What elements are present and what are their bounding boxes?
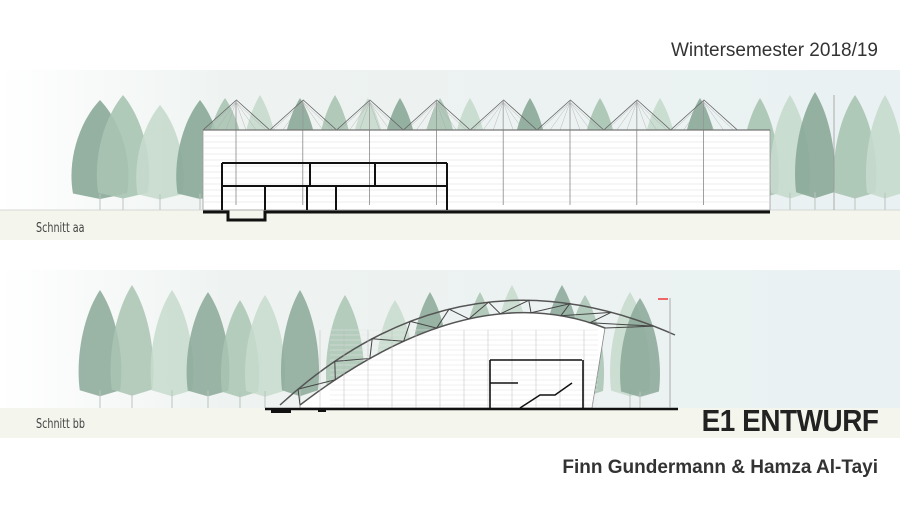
tree-icon [96, 95, 150, 199]
tree-icon [150, 290, 194, 397]
section-aa-label: Schnitt aa [36, 221, 85, 236]
tree-icon [865, 95, 900, 199]
tree-icon [136, 105, 184, 200]
semester-label: Wintersemester 2018/19 [671, 40, 878, 61]
tree-icon [620, 298, 660, 397]
tree-icon [795, 92, 835, 199]
building-section-bb [265, 298, 678, 413]
tree-icon [245, 295, 285, 397]
tree-icon [186, 292, 230, 397]
section-bb-label: Schnitt bb [36, 417, 85, 432]
tree-icon [110, 285, 154, 396]
building-section-aa [0, 95, 900, 222]
tree-icon [833, 95, 877, 199]
project-title: E1 ENTWURF [701, 403, 878, 438]
section-aa-panel [0, 70, 900, 240]
tree-icon [280, 290, 320, 397]
authors: Finn Gundermann & Hamza Al-Tayi [562, 457, 878, 478]
section-bb-panel [0, 270, 900, 438]
